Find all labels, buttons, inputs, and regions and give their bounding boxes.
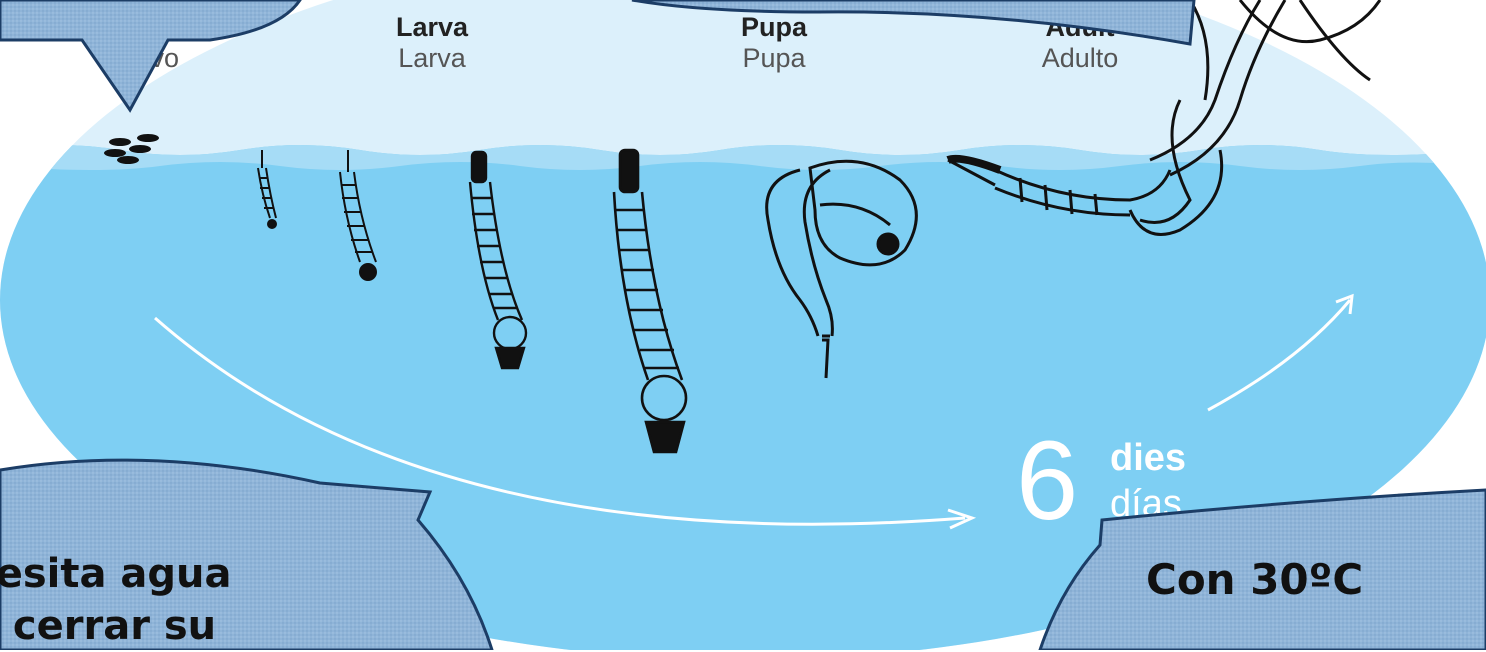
pupa-label-es: Pupa (694, 43, 854, 74)
callout-left-text: cesita agua a cerrar su (0, 548, 232, 652)
stage-label-adult: Adult Adulto (1000, 12, 1160, 74)
stage-label-larva: Larva Larva (352, 12, 512, 74)
pupa-label-ca: Pupa (694, 12, 854, 43)
callout-right-text: Con 30ºC (1146, 555, 1363, 604)
adult-label-es: Adulto (1000, 43, 1160, 74)
egg-label-es: Huevo (60, 43, 220, 74)
callout-left-line2: a cerrar su (0, 600, 232, 652)
egg-label-ca: Ou (60, 12, 220, 43)
larva-label-ca: Larva (352, 12, 512, 43)
stage-label-egg: Ou Huevo (60, 12, 220, 74)
stage-label-pupa: Pupa Pupa (694, 12, 854, 74)
adult-label-ca: Adult (1000, 12, 1160, 43)
duration-number: 6 (1016, 425, 1078, 537)
duration-unit-ca: dies (1110, 437, 1186, 480)
callout-left-line1: cesita agua (0, 548, 232, 600)
larva-label-es: Larva (352, 43, 512, 74)
duration-unit-es: días (1110, 483, 1182, 526)
